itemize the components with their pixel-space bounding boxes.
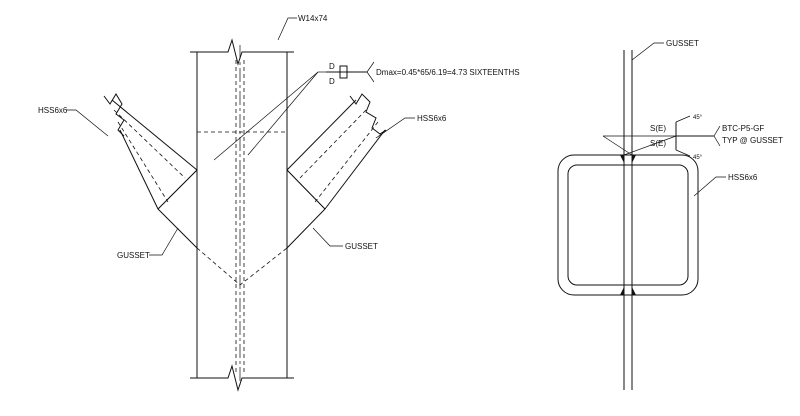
left-brace-hss	[103, 93, 198, 210]
weld-other-side-label: D	[329, 77, 335, 86]
left-view-leaders	[66, 17, 415, 256]
hss-section-label: HSS6x6	[728, 173, 758, 182]
right-brace-hss	[286, 93, 387, 210]
right-section-view: GUSSET S(E) S(E) 45° 45° BTC-P5-GF TYP @…	[557, 39, 783, 390]
weld-arrow-side-label: D	[329, 62, 335, 71]
weld-angle-top: 45°	[693, 115, 703, 121]
weld-note: Dmax=0.45*65/6.19=4.73 SIXTEENTHS	[376, 68, 520, 77]
right-gusset-label: GUSSET	[345, 242, 378, 251]
gusset-plate	[157, 131, 326, 286]
weld-other-side-label-right: S(E)	[650, 139, 666, 148]
weld-arrow-side-label-right: S(E)	[650, 124, 666, 133]
right-view-leaders	[602, 42, 726, 197]
weld-angle-bottom: 45°	[693, 155, 703, 161]
left-weld-symbol	[326, 61, 375, 83]
gusset-section-label: GUSSET	[666, 39, 699, 48]
weld-tail-note-2: TYP @ GUSSET	[722, 136, 783, 145]
column-w14x74	[190, 38, 294, 392]
left-brace-label: HSS6x6	[38, 106, 68, 115]
hss-tube-section	[557, 154, 699, 296]
left-elevation-view: W14x74 D D Dmax=0.45*65/6.19=4.73 SIXTEE…	[38, 14, 520, 392]
left-gusset-label: GUSSET	[117, 251, 150, 260]
right-brace-label: HSS6x6	[417, 114, 447, 123]
weld-tail-note-1: BTC-P5-GF	[722, 124, 764, 133]
right-weld-symbol	[675, 115, 721, 157]
column-label: W14x74	[298, 14, 328, 23]
